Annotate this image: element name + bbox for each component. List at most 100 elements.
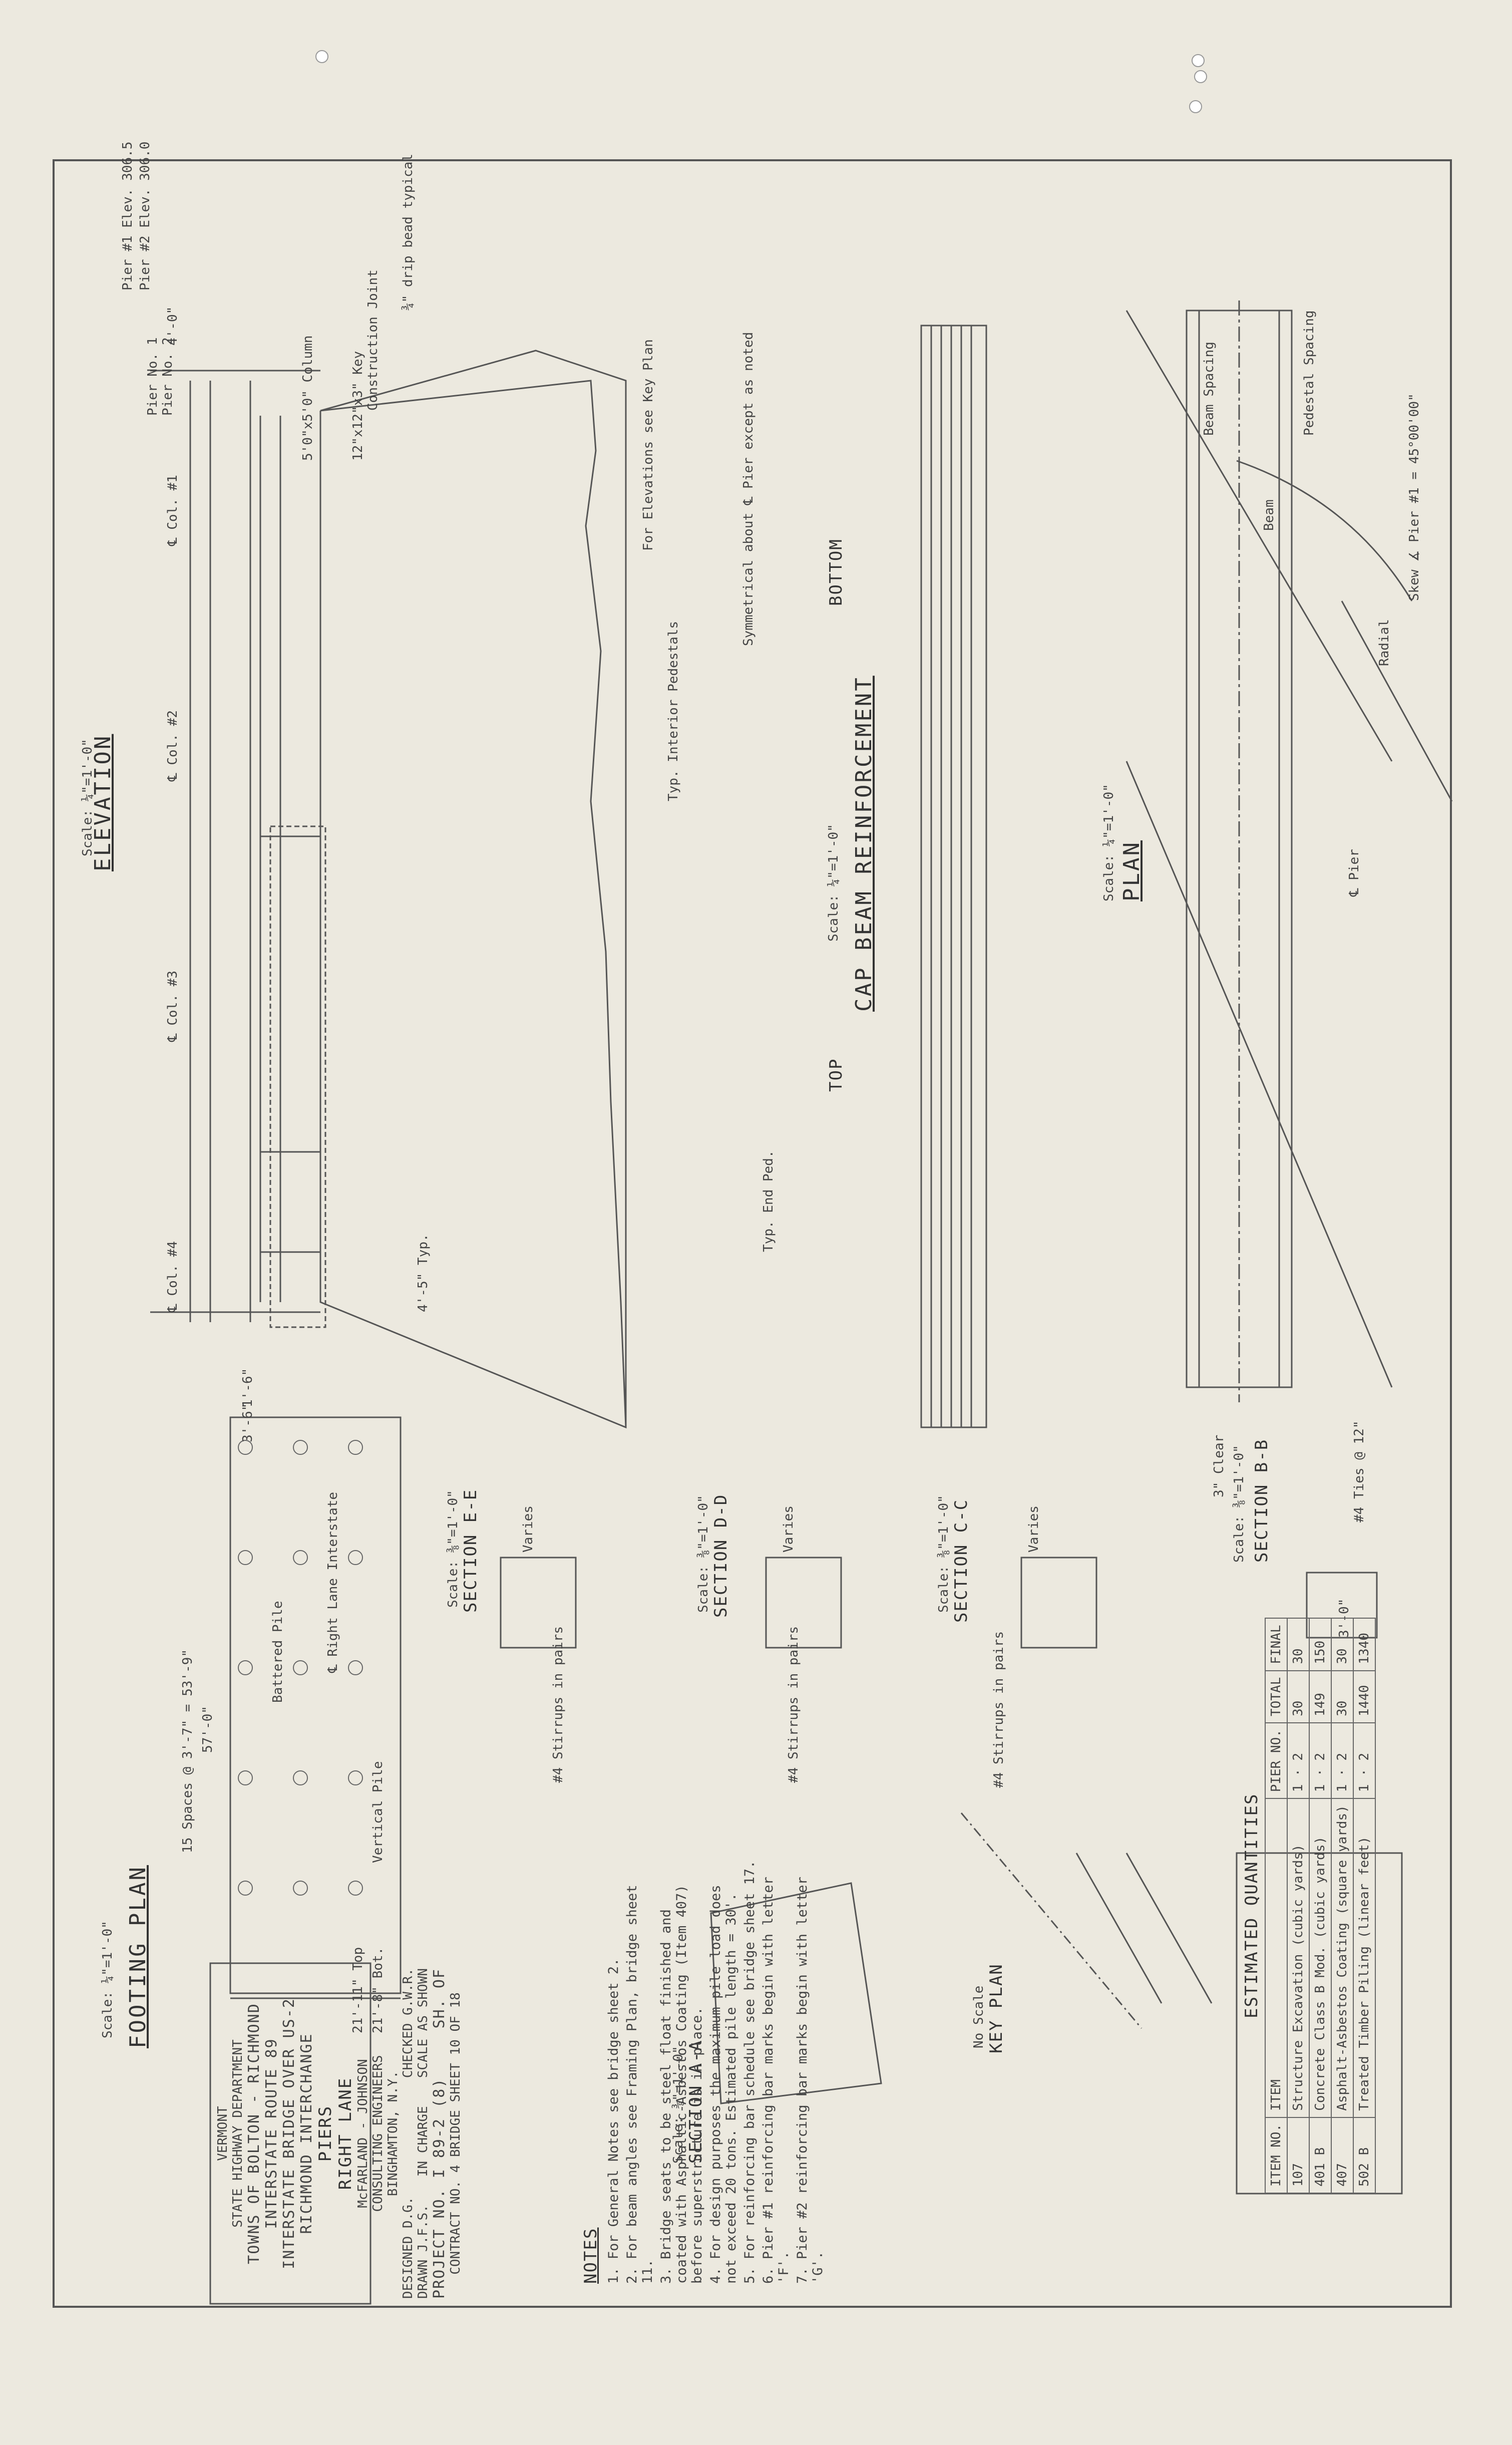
tb-contract: CONTRACT NO. 4 BRIDGE SHEET 10 OF 18 [448, 1992, 463, 2275]
tb-route: INTERSTATE ROUTE 89 [263, 2038, 280, 2229]
key-plan-scale: No Scale [971, 1985, 986, 2048]
header-cell: ITEM NO. [1265, 2117, 1287, 2193]
section-bb-scale: Scale: ⅜"=1'-0" [1232, 1445, 1247, 1563]
tb-engineers-sub: CONSULTING ENGINEERS [370, 2055, 386, 2212]
tb-dept: STATE HIGHWAY DEPARTMENT [230, 2039, 245, 2228]
battered-pile-label: Battered Pile [270, 1601, 285, 1703]
col3-label: ℄ Col. #3 [165, 971, 180, 1042]
table-cell: 1340 [1353, 1618, 1375, 1671]
note-item: 4. For design purposes the maximum pile … [708, 1885, 739, 2284]
table-cell: 149 [1309, 1670, 1331, 1723]
varies-dd: Varies [781, 1505, 796, 1553]
tb-designed: DESIGNED D.G. [401, 2197, 416, 2299]
typ-end-label: Typ. End Ped. [761, 1150, 776, 1253]
typ-interior-label: Typ. Interior Pedestals [666, 621, 681, 801]
key-plan-title: KEY PLAN [986, 1963, 1006, 2053]
quantities-table: ITEM NO. ITEM PIER NO. TOTAL FINAL 107 S… [1265, 1618, 1376, 2194]
tb-signoffs: DESIGNED D.G. CHECKED G.W.R. [401, 1968, 416, 2299]
table-row: 107 Structure Excavation (cubic yards) 1… [1287, 1618, 1309, 2193]
section-bb-title: SECTION B-B [1252, 1438, 1272, 1563]
section-dd-outline [765, 1557, 842, 1649]
pile-circles [238, 1440, 363, 1896]
clear-3: 3" Clear [1212, 1434, 1227, 1497]
see-key-plan-label: For Elevations see Key Plan [641, 339, 656, 551]
tb-bridge: INTERSTATE BRIDGE OVER US-2 [280, 1998, 298, 2269]
section-ee-outline [500, 1557, 577, 1649]
tb-state: VERMONT [215, 2106, 230, 2161]
section-cc-scale: Scale: ⅜"=1'-0" [936, 1495, 951, 1613]
quantities-title: ESTIMATED QUANTITIES [1242, 1793, 1262, 2018]
footing-piles [189, 381, 251, 1322]
construction-joint-label: Construction Joint [365, 269, 381, 411]
dim-1-6: 1'-6" [240, 1368, 255, 1407]
plan-view [1125, 300, 1453, 1402]
punch-hole [1194, 70, 1207, 83]
sheet-border [53, 159, 1452, 2308]
note-item: 1. For General Notes see bridge sheet 2. [606, 1958, 621, 2284]
stirrups-cc: #4 Stirrups in pairs [991, 1631, 1006, 1788]
pier-cl-label: ℄ Pier [1347, 849, 1362, 896]
section-dd-title: SECTION D-D [711, 1493, 731, 1618]
cap-beam-bottom: BOTTOM [826, 538, 846, 606]
notes-block: NOTES 1. For General Notes see bridge sh… [581, 1853, 826, 2284]
table-cell: 407 [1331, 2117, 1353, 2193]
table-row: 502 B Treated Timber Piling (linear feet… [1353, 1618, 1375, 2193]
title-block-frame [209, 1962, 371, 2305]
dim-4-0: 4'-0" [165, 306, 180, 346]
pier-no1-label: Pier No. 1 [145, 337, 160, 416]
ties-label: #4 Ties @ 12" [1352, 1420, 1367, 1523]
drip-bead-label: ¾" drip bead typical [401, 153, 416, 311]
table-cell: 30 [1331, 1670, 1353, 1723]
punch-hole [1189, 100, 1202, 113]
col2-label: ℄ Col. #2 [165, 710, 180, 781]
stirrups-dd: #4 Stirrups in pairs [786, 1626, 801, 1783]
table-cell: 150 [1309, 1618, 1331, 1671]
dim-57-0: 57'-0" [200, 1706, 215, 1753]
pier-no2-label: Pier No. 2 [160, 337, 175, 416]
tb-interchange: RICHMOND INTERCHANGE [298, 2033, 315, 2234]
radial-label: Radial [1377, 619, 1392, 666]
note-item: 6. Pier #1 reinforcing bar marks begin w… [761, 1877, 792, 2284]
right-lane-label: ℄ Right Lane Interstate [325, 1491, 340, 1673]
cap-beam-scale: Scale: ¼"=1'-0" [826, 824, 841, 942]
skew-label: Skew ∡ Pier #1 = 45°00'00" [1407, 393, 1422, 601]
symmetrical-label: Symmetrical about ℄ Pier except as noted [741, 332, 756, 646]
table-cell: 107 [1287, 2117, 1309, 2193]
section-ee-title: SECTION E-E [461, 1488, 481, 1613]
plan-scale: Scale: ¼"=1'-0" [1101, 784, 1116, 901]
table-cell: Asphalt-Asbestos Coating (square yards) [1331, 1798, 1353, 2117]
pier1-elev-label: Pier #1 Elev. 306.5 [120, 141, 135, 290]
table-cell: 1 · 2 [1353, 1723, 1375, 1799]
punch-hole [1192, 54, 1205, 67]
spaces-label: 15 Spaces @ 3'-7" = 53'-9" [180, 1649, 195, 1853]
varies-cc: Varies [1026, 1505, 1041, 1553]
table-header-row: ITEM NO. ITEM PIER NO. TOTAL FINAL [1265, 1618, 1287, 2193]
section-bb-outline [1306, 1572, 1378, 1639]
punch-hole [315, 50, 328, 63]
col1-label: ℄ Col. #1 [165, 475, 180, 546]
table-cell: 401 B [1309, 2117, 1331, 2193]
key-label: 12"x12"x3" Key [350, 351, 365, 461]
section-cc-outline [1020, 1557, 1097, 1649]
pier2-elev-label: Pier #2 Elev. 306.0 [138, 141, 153, 290]
table-cell: Concrete Class B Mod. (cubic yards) [1309, 1798, 1331, 2117]
footing-plan [229, 1416, 402, 1999]
cap-beam-title: CAP BEAM REINFORCEMENT [851, 676, 877, 1012]
tb-drawn-row: DRAWN J.F.S. IN CHARGE SCALE AS SHOWN [416, 1968, 431, 2299]
section-cc-title: SECTION C-C [951, 1498, 971, 1623]
tb-engineers: McFARLAND - JOHNSON [355, 2059, 370, 2208]
tb-project: PROJECT NO. I 89-2 (8) [431, 2077, 448, 2299]
tb-drawn: DRAWN J.F.S. [416, 2205, 431, 2299]
cap-beam-reinforcement [920, 325, 987, 1428]
note-item: 2. For beam angles see Framing Plan, bri… [624, 1885, 655, 2284]
table-row: 401 B Concrete Class B Mod. (cubic yards… [1309, 1618, 1331, 2193]
table-cell: 30 [1287, 1618, 1309, 1671]
section-ee-scale: Scale: ⅜"=1'-0" [446, 1490, 461, 1608]
footing-plan-title: FOOTING PLAN [125, 1865, 151, 2048]
table-cell: 1440 [1353, 1670, 1375, 1723]
table-cell: 502 B [1353, 2117, 1375, 2193]
table-cell: 30 [1287, 1670, 1309, 1723]
col4-label: ℄ Col. #4 [165, 1241, 180, 1312]
tb-towns: TOWNS OF BOLTON - RICHMOND [245, 2003, 263, 2264]
header-cell: PIER NO. [1265, 1723, 1287, 1799]
